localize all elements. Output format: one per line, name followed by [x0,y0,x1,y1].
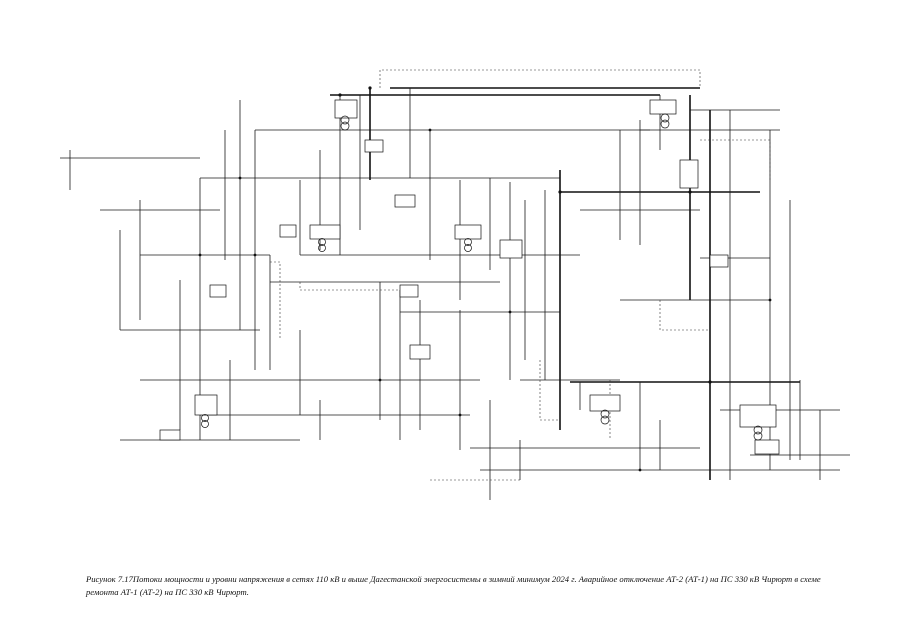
tie-lines [270,69,771,481]
nodes [198,86,772,472]
caption-line-2: ремонта АТ-1 (АТ-2) на ПС 330 кВ Чирюрт. [86,587,249,597]
feeders [69,88,821,500]
main-buses [60,87,850,471]
substations [159,99,780,455]
figure-caption: Рисунок 7.17Потоки мощности и уровни нап… [86,573,866,599]
caption-line-1: Рисунок 7.17Потоки мощности и уровни нап… [86,574,821,584]
transformers [201,113,763,441]
